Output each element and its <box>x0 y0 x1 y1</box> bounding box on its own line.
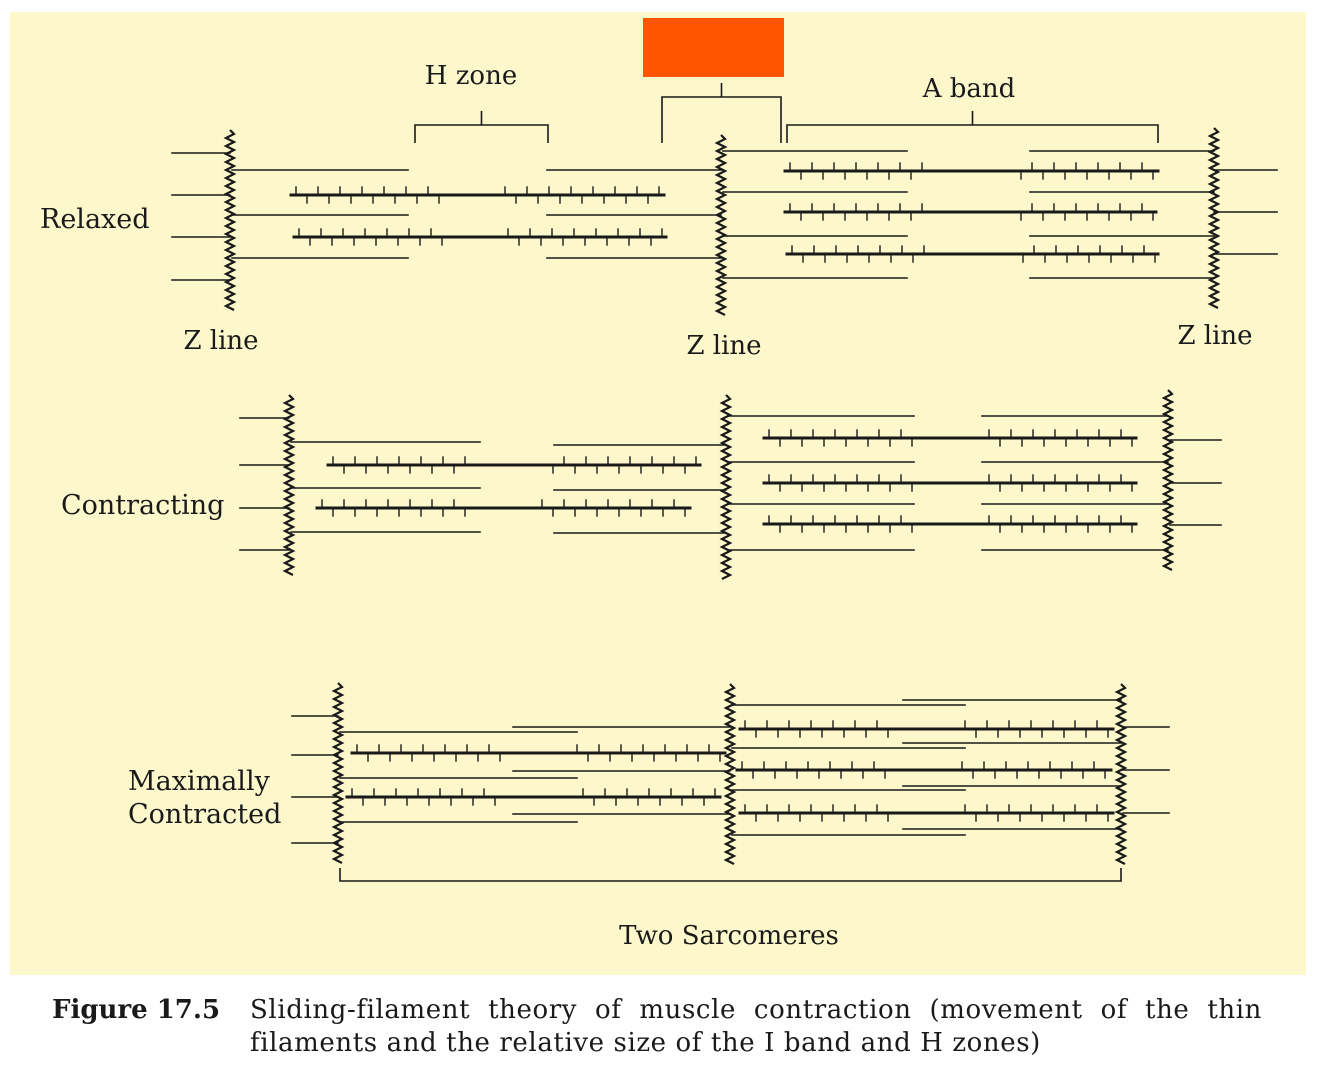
caption-text: Sliding-filament theory of muscle contra… <box>250 995 1262 1058</box>
contracting-label: Contracting <box>61 490 224 521</box>
maximally-label: Maximally <box>128 766 271 797</box>
z-line <box>331 682 345 864</box>
z-line-label-right: Z line <box>1177 321 1252 351</box>
h-zone-label: H zone <box>425 61 517 91</box>
z-line <box>1161 389 1175 571</box>
h-zone-bracket <box>414 111 549 143</box>
a-band-label: A band <box>922 74 1016 104</box>
z-line <box>714 134 728 316</box>
two-sarcomeres-label: Two Sarcomeres <box>619 921 839 951</box>
z-line-label-middle: Z line <box>686 331 761 361</box>
two-sarcomeres-bracket <box>339 868 1122 882</box>
z-line <box>719 394 733 580</box>
sliding-filament-diagram: H zone A band Z line Z line Z line Relax… <box>10 12 1306 975</box>
i-band-bracket <box>661 83 782 143</box>
sarcomere-structures <box>171 83 1278 882</box>
highlight-box <box>643 18 784 77</box>
z-line-label-left: Z line <box>183 326 258 356</box>
figure-number: Figure 17.5 <box>52 995 221 1025</box>
z-line <box>282 394 296 576</box>
figure-caption: Figure 17.5 Sliding-filament theory of m… <box>52 994 1262 1060</box>
contracted-label: Contracted <box>128 799 281 830</box>
z-line <box>1114 683 1128 865</box>
a-band-bracket <box>786 111 1159 143</box>
z-line <box>723 683 737 865</box>
relaxed-label: Relaxed <box>40 204 150 235</box>
